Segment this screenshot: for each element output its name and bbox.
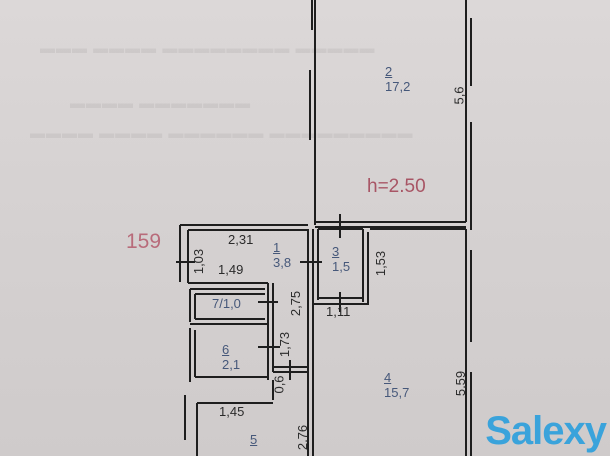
dimension-label: 1,45 [219,404,245,419]
room-area: 15,7 [384,385,410,400]
room-number: 6 [222,342,230,357]
room-number: 2 [385,64,393,79]
room-7-label: 7/1,0 [212,296,241,311]
room-number: 1 [273,240,281,255]
bleed-through-text: ▬▬▬▬ ▬▬▬▬▬▬▬ [70,95,252,112]
room-area: 17,2 [385,79,411,94]
stamp-number: 159 [126,230,162,253]
dimension-label: 1,49 [218,262,244,277]
dimension-label: 5,59 [453,370,469,397]
dimension-label: 5,6 [451,86,467,105]
room-5-label: 5 [250,432,257,447]
bleed-through-text: ▬▬▬ ▬▬▬▬ ▬▬▬▬▬▬▬▬ ▬▬▬▬▬ [40,40,376,57]
room-3-label: 3 1,5 [332,244,350,274]
room-2-label: 2 17,2 [385,64,410,94]
dimension-label: 2,76 [295,424,311,451]
room-area: 1,5 [332,259,351,274]
room-6-label: 6 2,1 [222,342,240,372]
room-1-label: 1 3,8 [273,240,291,270]
dimension-label: 1,73 [277,331,293,358]
bleed-through-text: ▬▬▬▬ ▬▬▬▬ ▬▬▬▬▬▬ ▬▬▬▬▬▬▬▬▬ [30,125,414,142]
dimension-label: 1,53 [373,250,389,277]
room-area: 2,1 [222,357,241,372]
room-number: 4 [384,370,392,385]
dimension-label: 0,6 [271,375,287,394]
room-number: 5 [250,432,258,447]
room-label: 7/1,0 [212,296,241,311]
room-area: 3,8 [273,255,292,270]
dimension-label: 1,03 [191,248,207,275]
dimension-label: 2,31 [228,232,254,247]
dimension-label: 2,75 [288,290,304,317]
room-4-label: 4 15,7 [384,370,409,400]
dimension-label: 1,11 [326,304,351,319]
room-number: 3 [332,244,340,259]
watermark-logo: Salexy [485,409,607,453]
ceiling-height-label: h=2.50 [367,176,426,197]
